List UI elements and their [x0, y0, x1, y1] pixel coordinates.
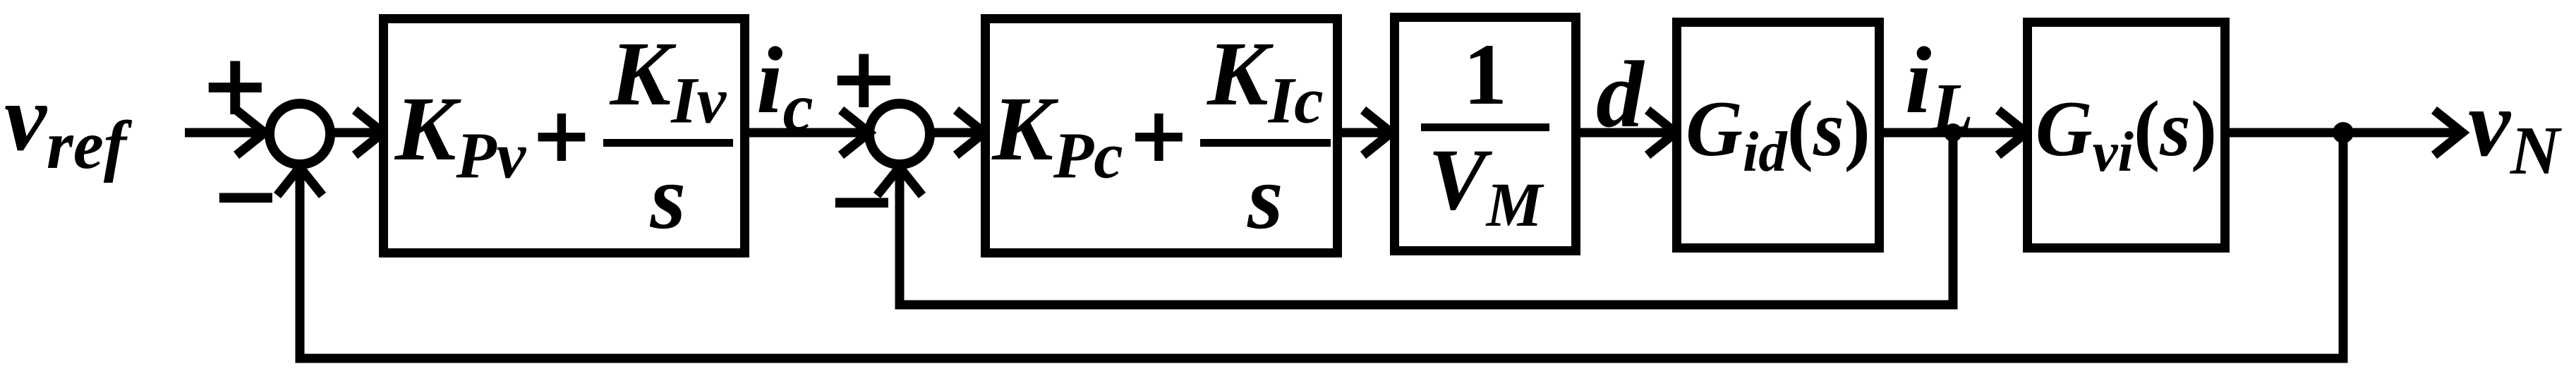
vm-subscript: M [1486, 170, 1543, 241]
il-base: i [1905, 28, 1932, 133]
il-signal-label: iL [1905, 33, 1973, 143]
voltage-pi-plus-operator: + [530, 92, 593, 180]
voltage-pi-gain-term: KPv [395, 83, 526, 189]
ic-base: i [756, 28, 783, 133]
kpv-subscript: Pv [456, 119, 526, 192]
vn-signal-label: vN [2468, 76, 2560, 186]
fraction-bar [603, 138, 734, 147]
open-paren: ( [2133, 85, 2160, 173]
tap-dot-il [1944, 123, 1962, 142]
ic-signal-label: ic [756, 33, 814, 143]
gvi-subscript: vi [2092, 120, 2134, 183]
arrowhead-inner-feedback-into-sum2 [873, 159, 926, 199]
kic-base: K [1207, 23, 1269, 126]
sum2-minus-sign: − [826, 152, 897, 250]
ic-subscript: c [782, 70, 814, 147]
kic-subscript: Ic [1268, 64, 1324, 138]
arrowhead-into-sum2 [837, 106, 877, 159]
d-signal-label: d [1596, 47, 1644, 157]
close-paren: ) [1844, 85, 1870, 173]
tap-dot-vn [2333, 122, 2354, 143]
vm-base: V [1427, 131, 1487, 229]
kpc-subscript: Pc [1053, 119, 1123, 192]
gvi-plant-block: Gvi(s) [2023, 18, 2230, 253]
vref-base: v [4, 66, 47, 171]
current-pi-plus-operator: + [1127, 92, 1191, 180]
sum2-plus-sign: + [828, 30, 900, 128]
il-subscript: L [1931, 70, 1973, 147]
kiv-base: K [610, 23, 672, 126]
modulator-gain-block: 1 VM [1390, 13, 1580, 255]
laplace-s-denominator: s [1247, 146, 1283, 248]
voltage-pi-block: KPv + KIv s [379, 14, 749, 257]
vm-denominator: VM [1421, 136, 1549, 237]
sum1-minus-sign: − [210, 147, 282, 245]
modulator-fraction: 1 VM [1420, 26, 1550, 237]
gvi-expression: Gvi(s) [2036, 90, 2217, 181]
open-paren: ( [1786, 85, 1813, 173]
kpc-base: K [992, 78, 1053, 180]
laplace-s-argument: s [1813, 85, 1844, 173]
outer-feedback-wire [295, 133, 2348, 363]
fraction-bar [1420, 123, 1550, 132]
kpv-base: K [394, 78, 456, 180]
current-pi-gain-term: KPc [992, 83, 1123, 189]
kic-numerator: KIc [1200, 28, 1331, 134]
arrowhead-outer-feedback-into-sum1 [273, 159, 327, 199]
voltage-pi-integral-fraction: KIv s [603, 28, 734, 243]
vn-subscript: N [2510, 113, 2560, 190]
kiv-numerator: KIv [603, 28, 734, 134]
fraction-bar [1200, 138, 1331, 147]
d-base: d [1596, 42, 1644, 147]
current-pi-integral-fraction: KIc s [1200, 28, 1331, 243]
sum1-plus-sign: + [200, 37, 271, 135]
gid-expression: Gid(s) [1686, 90, 1870, 181]
arrowhead-into-sum1 [233, 106, 272, 159]
gid-plant-block: Gid(s) [1672, 18, 1884, 253]
arrowhead-into-vn [2431, 106, 2470, 159]
gvi-base: G [2035, 85, 2093, 173]
vref-subscript: ref [46, 107, 127, 184]
vn-base: v [2468, 71, 2510, 176]
laplace-s-argument: s [2160, 85, 2191, 173]
modulator-numerator-one: 1 [1463, 26, 1507, 123]
inner-feedback-wire [895, 133, 1958, 310]
vref-signal-label: vref [4, 71, 126, 180]
gid-base: G [1686, 85, 1743, 173]
laplace-s-denominator: s [650, 146, 687, 248]
gid-subscript: id [1742, 120, 1787, 183]
close-paren: ) [2190, 85, 2218, 173]
kiv-subscript: Iv [671, 64, 727, 138]
current-pi-block: KPc + KIc s [981, 14, 1342, 257]
